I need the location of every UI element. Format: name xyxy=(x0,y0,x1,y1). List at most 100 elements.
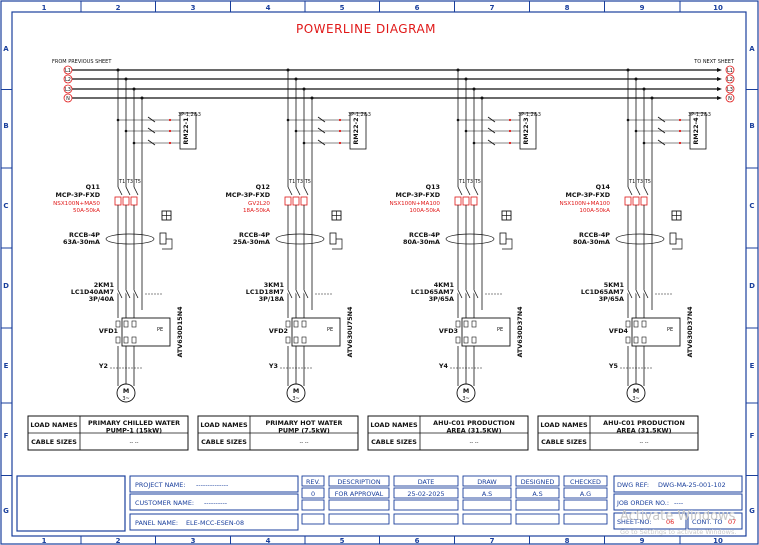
description-cell xyxy=(328,499,390,511)
contactor-tag: 4KM1 xyxy=(434,281,454,289)
rccb-rating: 80A-30mA xyxy=(403,238,440,246)
designed-value: A.S xyxy=(532,490,542,498)
breaker-range: 18A-50kA xyxy=(243,208,270,214)
rev-cell xyxy=(301,487,325,499)
relay-label: RM22-4 xyxy=(692,117,700,145)
contactor-rating: 3P/18A xyxy=(259,295,284,303)
bus-arrow xyxy=(717,77,722,81)
breaker-switch xyxy=(473,186,479,196)
breaker-pole xyxy=(640,196,648,206)
draw-label: DRAW xyxy=(477,478,497,486)
checked-cell xyxy=(563,513,608,525)
relay-fuse-dot xyxy=(678,118,682,122)
breaker-terminals: T1 T3 T5 xyxy=(458,179,481,185)
vfd-tag: VFD1 xyxy=(99,327,118,335)
breaker-tag: Q12 xyxy=(256,183,270,191)
ruler-col-4: 4 xyxy=(266,4,271,12)
vfd-terminal xyxy=(455,320,461,328)
relay-tap-dot xyxy=(634,129,638,133)
phase-marker xyxy=(63,65,73,75)
vfd-box xyxy=(121,317,171,347)
breaker-type: MCP-3P-FXD xyxy=(565,191,610,199)
motor-tag: Y4 xyxy=(438,362,449,370)
ruler-col-6: 6 xyxy=(415,4,420,12)
cont-box xyxy=(687,512,743,530)
ruler-row-F: F xyxy=(4,432,9,440)
cont-value: 07 xyxy=(728,518,736,526)
breaker-model: NSX100N+MA50 xyxy=(53,201,100,207)
breaker-range: 100A-50kA xyxy=(579,208,610,214)
relay-tap-dot xyxy=(116,118,120,122)
rccb-relay xyxy=(499,232,507,245)
vfd-model: ATV630D37N4 xyxy=(686,306,694,358)
ruler-col-5: 5 xyxy=(340,4,345,12)
relay-fuse xyxy=(657,116,666,123)
ruler-row-D: D xyxy=(3,282,9,290)
contactor-model: LC1D65AM7 xyxy=(411,288,454,296)
breaker-pole xyxy=(130,196,138,206)
breaker-pole xyxy=(454,196,462,206)
vfd-terminal xyxy=(625,320,631,328)
breaker-switch xyxy=(133,186,139,196)
rccb-type: RCCB-4P xyxy=(239,231,270,239)
watermark-title: Activate Windows xyxy=(620,509,736,524)
feeder-q14: RM22-43P-1,2&3Q14MCP-3P-FXDNSX100N+MA100… xyxy=(537,68,711,451)
phase-marker xyxy=(725,65,735,75)
motor-symbol xyxy=(286,383,306,403)
ruler-row-B: B xyxy=(3,122,8,130)
cable-sizes-label: CABLE SIZES xyxy=(371,438,417,446)
rccb-wire xyxy=(672,238,683,250)
draw-cell xyxy=(462,513,512,525)
rccb-wire xyxy=(332,238,343,250)
ruler-col-7: 7 xyxy=(490,4,495,12)
relay-tap-dot xyxy=(642,141,646,145)
feeder-q12: RM22-23P-1,2&3Q12MCP-3P-FXDGV2L2018A-50k… xyxy=(197,68,371,451)
breaker-switch xyxy=(643,186,649,196)
cable-size-value: -- -- xyxy=(300,440,309,446)
phase-marker xyxy=(725,93,735,103)
breaker-tag: Q13 xyxy=(426,183,440,191)
vfd-pe: PE xyxy=(157,327,163,333)
relay-fuse xyxy=(317,116,326,123)
relay-fuse xyxy=(487,139,496,146)
checked-value: A.G xyxy=(580,490,591,498)
vfd-terminal xyxy=(115,336,121,344)
breaker-terminals: T1 T3 T5 xyxy=(118,179,141,185)
phase-label-left: N xyxy=(66,96,70,102)
bus-arrow xyxy=(717,96,722,100)
relay-tap-dot xyxy=(464,129,468,133)
relay-fuse-dot xyxy=(338,129,342,133)
motor-phase: 3~ xyxy=(462,396,469,402)
rccb-relay xyxy=(159,232,167,245)
rccb-toroid xyxy=(445,233,495,245)
breaker-range: 100A-50kA xyxy=(409,208,440,214)
dwg-box xyxy=(613,475,743,493)
breaker-switch xyxy=(117,186,123,196)
contactor-switch xyxy=(465,289,471,299)
panel-value: ELE-MCC-ESEN-08 xyxy=(186,519,244,527)
load-names-label: LOAD NAMES xyxy=(200,421,248,429)
motor-letter: M xyxy=(633,387,639,395)
motor-symbol xyxy=(626,383,646,403)
relay-fuse xyxy=(147,139,156,146)
vfd-box xyxy=(631,317,681,347)
rev-cell xyxy=(301,475,325,487)
ruler-col-bottom-4: 4 xyxy=(266,537,271,545)
relay-fuse-dot xyxy=(678,141,682,145)
relay-tap-dot xyxy=(124,129,128,133)
breaker-pole xyxy=(114,196,122,206)
phase-label-left: L3 xyxy=(65,87,71,93)
phase-label-right: N xyxy=(728,96,732,102)
designed-cell xyxy=(515,475,560,487)
rccb-type: RCCB-4P xyxy=(69,231,100,239)
cable-sizes-label: CABLE SIZES xyxy=(31,438,77,446)
breaker-switch xyxy=(465,186,471,196)
motor-symbol xyxy=(116,383,136,403)
relay-fuse xyxy=(487,116,496,123)
vfd-terminal xyxy=(123,336,129,344)
breaker-switch xyxy=(287,186,293,196)
